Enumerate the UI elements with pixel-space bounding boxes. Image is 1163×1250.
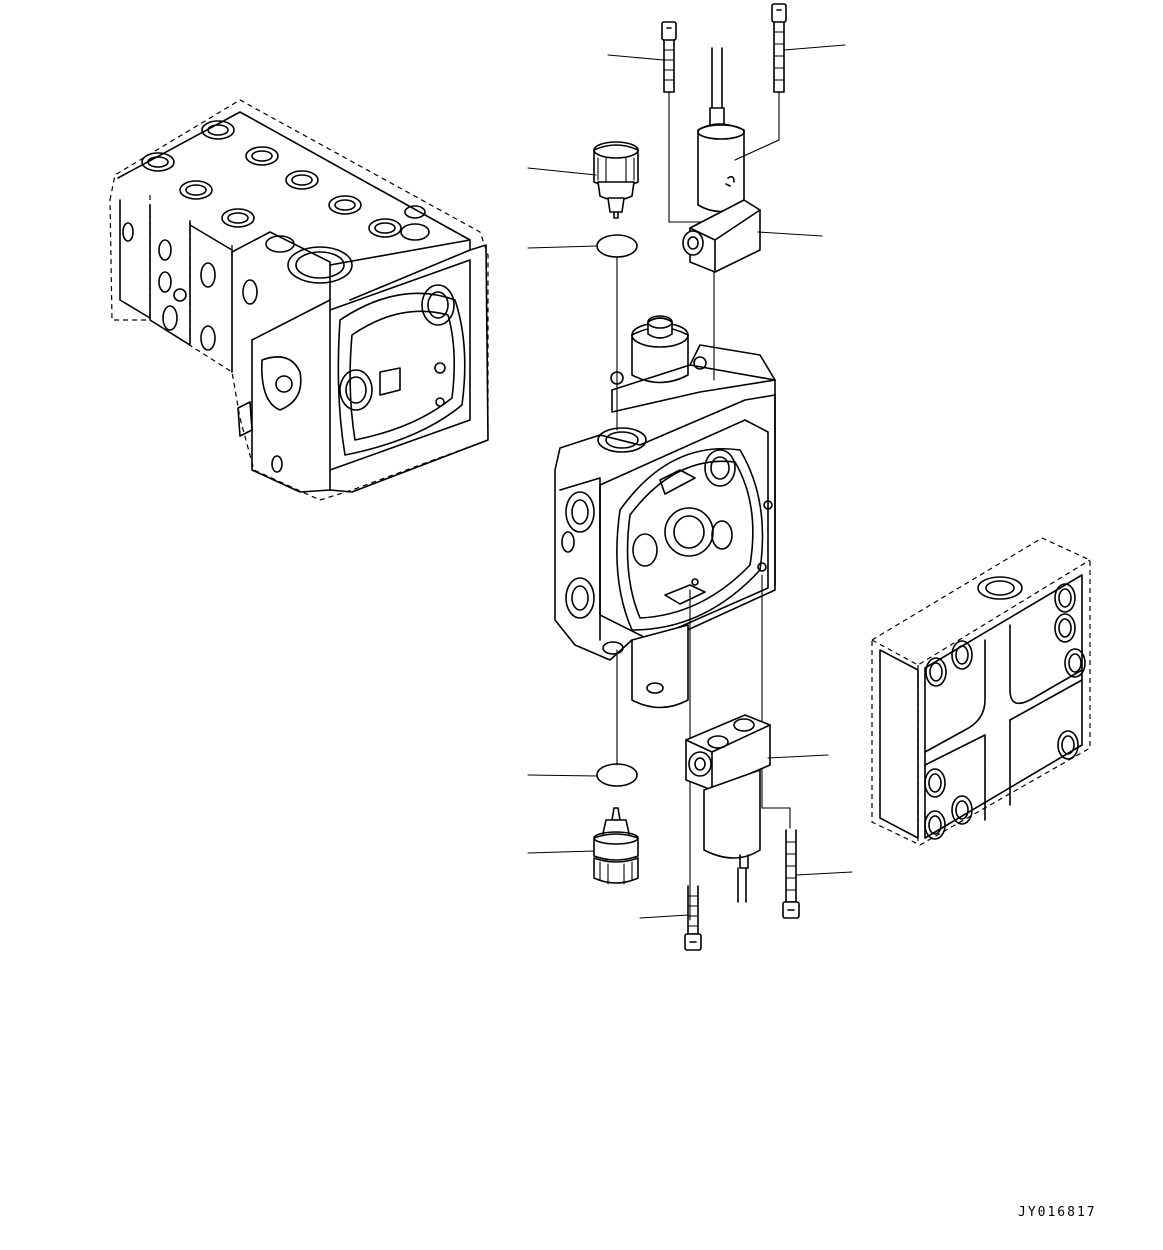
guide-line-bolt-right	[734, 91, 780, 161]
leader-line-bolt-upper-left	[607, 54, 665, 61]
solenoid-valve-lower	[685, 714, 771, 903]
leader-lines	[527, 44, 853, 919]
bolt-upper-left	[661, 21, 677, 93]
leader-line-bolt-lower-left	[639, 914, 689, 919]
bolt-upper-right	[771, 3, 787, 93]
leader-line-bolt-lower-right	[795, 871, 853, 876]
leader-line-solenoid-lower	[767, 754, 829, 759]
relief-valve-lower	[593, 807, 639, 885]
valve-assembly-phantom	[109, 99, 489, 501]
guide-line-bolt-left	[668, 91, 701, 223]
bolt-lower-left	[684, 885, 702, 951]
relief-valve-upper	[593, 141, 639, 219]
drawing-code: JY016817	[1018, 1205, 1097, 1220]
guide-line-solenoid-lower-right	[761, 574, 791, 829]
leader-line-relief-valve-upper	[527, 167, 597, 176]
leader-line-bolt-upper-right	[783, 44, 846, 51]
leader-line-o-ring-lower	[527, 774, 598, 777]
bolt-lower-right	[782, 829, 800, 919]
solenoid-valve-upper	[682, 47, 761, 273]
leader-line-o-ring-upper	[527, 245, 598, 249]
o-ring-lower	[596, 763, 638, 787]
valve-section-center	[554, 315, 776, 709]
o-ring-upper	[596, 234, 638, 258]
end-plate-phantom	[871, 537, 1091, 846]
leader-line-relief-valve-lower	[527, 850, 595, 854]
leader-line-solenoid-upper	[757, 231, 823, 237]
